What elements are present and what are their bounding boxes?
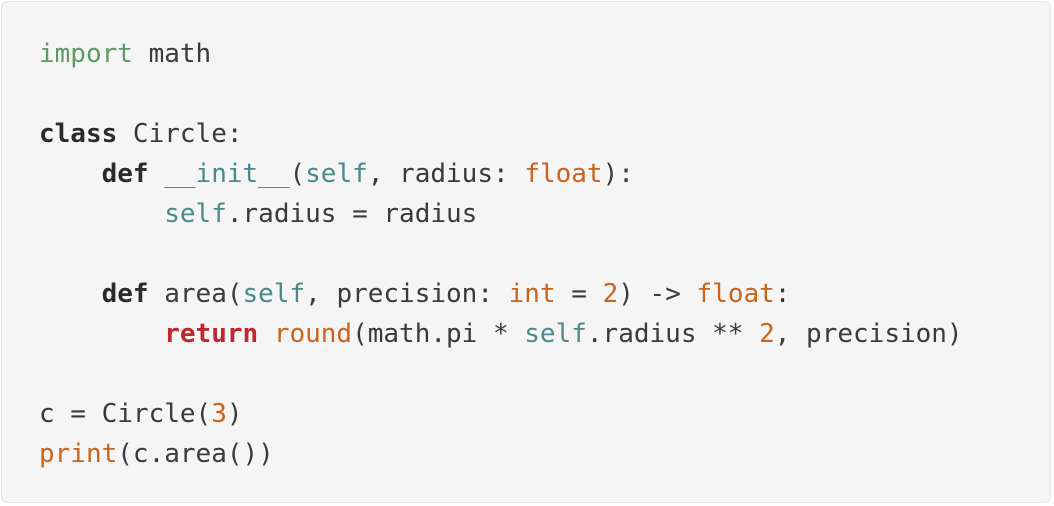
code-token: : (774, 279, 791, 309)
code-token: def (101, 159, 149, 189)
code-token (258, 319, 274, 349)
code-token: c = Circle( (39, 399, 212, 429)
code-line: self.radius = radius (39, 194, 963, 234)
code-token: self (524, 319, 587, 349)
code-token: (c.area()) (117, 439, 274, 469)
code-token: = (555, 279, 603, 309)
code-token: round (273, 319, 353, 349)
code-token: class (39, 119, 118, 149)
code-token: self (164, 199, 227, 229)
code-token: ) (226, 399, 243, 429)
code-line: class Circle: (39, 114, 963, 154)
code-token: import (39, 39, 133, 69)
code-token (39, 319, 164, 349)
code-token: Circle: (117, 119, 243, 149)
code-token: ) -> (618, 279, 697, 309)
code-token: 3 (211, 399, 227, 429)
code-token: ( (289, 159, 306, 189)
code-token: int (508, 279, 556, 309)
code-token (39, 279, 102, 309)
code-token: , precision: (305, 279, 509, 309)
code-token: float (524, 159, 603, 189)
code-line: ​ (39, 234, 963, 274)
code-token: self (305, 159, 368, 189)
code-line: print(c.area()) (39, 434, 963, 474)
code-token: (math.pi * (352, 319, 525, 349)
code-token: 2 (602, 279, 619, 309)
code-line: import math (39, 34, 963, 74)
code-text[interactable]: import math​class Circle: def __init__(s… (39, 34, 963, 474)
code-token: , precision) (774, 319, 963, 349)
code-token: def (101, 279, 149, 309)
code-line: ​ (39, 74, 963, 114)
code-token: , radius: (367, 159, 525, 189)
code-line: return round(math.pi * self.radius ** 2,… (39, 314, 963, 354)
code-token: __init__ (164, 159, 290, 189)
code-token: .radius ** (586, 319, 760, 349)
code-token (39, 199, 164, 229)
code-token: .radius = radius (226, 199, 478, 229)
code-token (39, 159, 102, 189)
code-token: ): (602, 159, 634, 189)
code-token: print (39, 439, 118, 469)
code-line: def __init__(self, radius: float): (39, 154, 963, 194)
code-line: def area(self, precision: int = 2) -> fl… (39, 274, 963, 314)
code-token: math (132, 39, 212, 69)
code-token: return (164, 319, 259, 349)
code-line: c = Circle(3) (39, 394, 963, 434)
code-token (149, 159, 165, 189)
code-token: float (696, 279, 775, 309)
code-line: ​ (39, 354, 963, 394)
code-token: self (242, 279, 306, 309)
code-token: 2 (759, 319, 775, 349)
code-token: area( (148, 279, 243, 309)
